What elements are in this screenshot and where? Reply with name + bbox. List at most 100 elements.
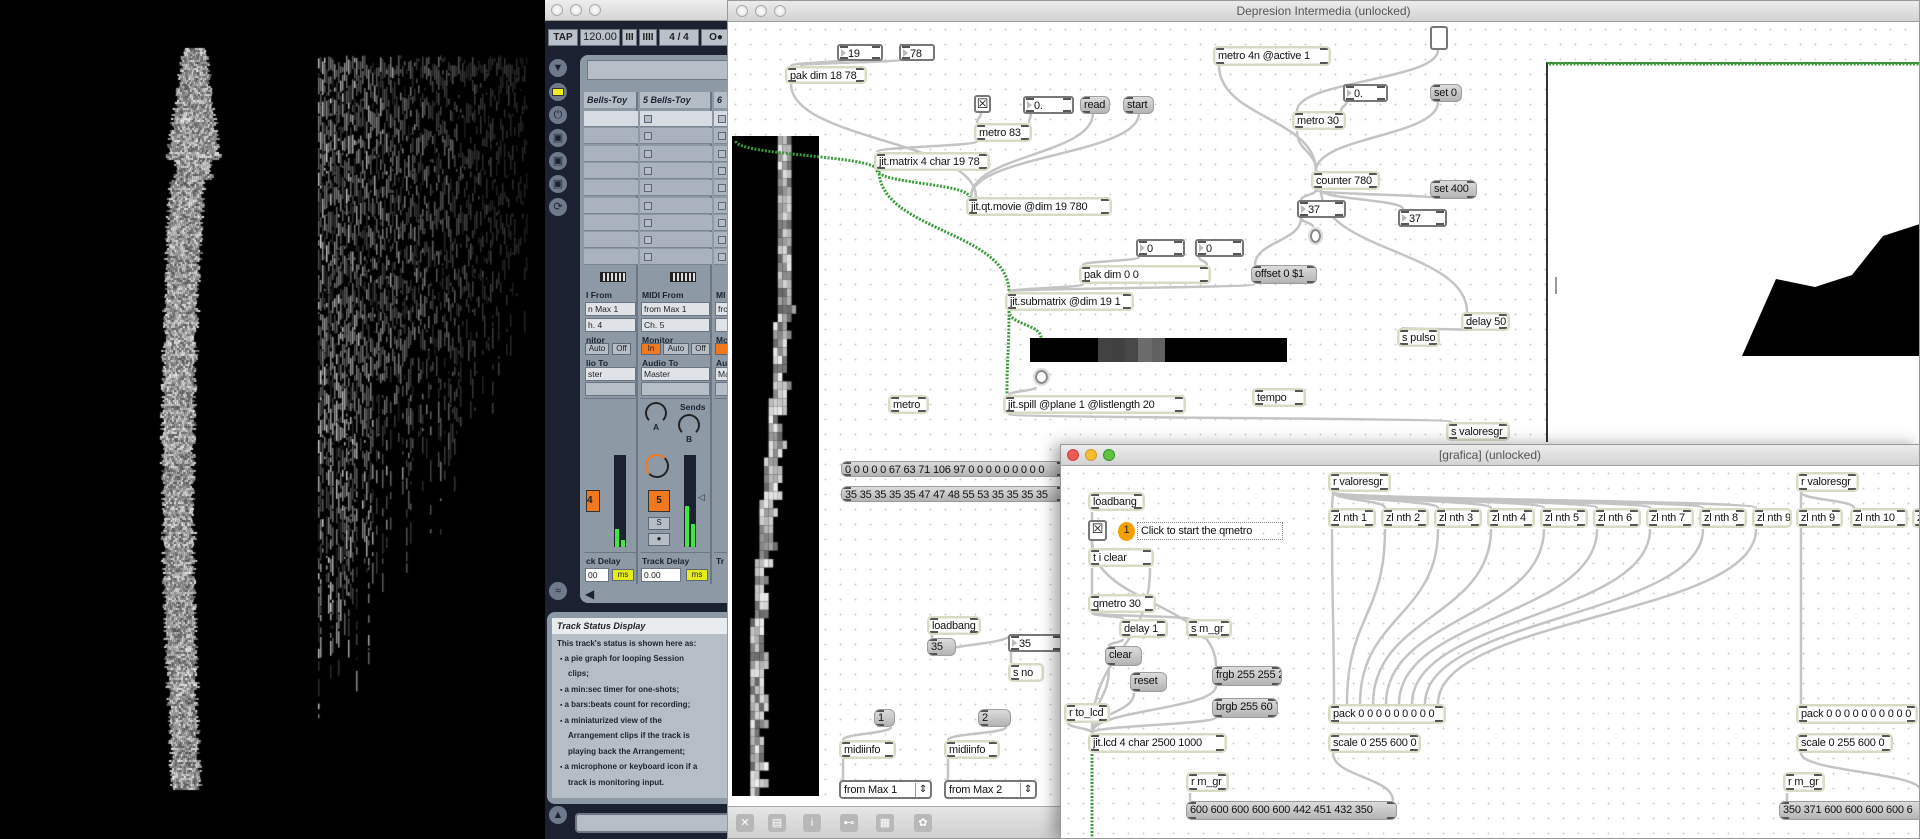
object-box-smgr[interactable]: s m_gr bbox=[1186, 619, 1232, 638]
outlet[interactable] bbox=[788, 80, 796, 82]
inlet[interactable] bbox=[1471, 510, 1479, 512]
clip-stop-button[interactable] bbox=[644, 166, 652, 175]
tempo-field[interactable]: 120.00 bbox=[580, 29, 620, 46]
object-box-sno[interactable]: s no bbox=[1008, 663, 1044, 682]
patch-cord[interactable] bbox=[1384, 528, 1546, 705]
patch-cord[interactable] bbox=[1339, 100, 1349, 112]
inlet[interactable] bbox=[902, 46, 910, 48]
folder-2-icon[interactable]: ▣ bbox=[549, 152, 567, 170]
patch-cord[interactable] bbox=[1345, 528, 1387, 705]
message-box-offset[interactable]: offset 0 $1 bbox=[1251, 265, 1317, 284]
monitor-auto-button[interactable]: Auto bbox=[585, 343, 609, 355]
object-box-zl5[interactable]: zl nth 5 bbox=[1540, 508, 1588, 528]
number-box-num19[interactable]: 19 bbox=[837, 44, 883, 61]
patch-cord[interactable] bbox=[1007, 282, 1256, 294]
inlet[interactable] bbox=[1157, 621, 1165, 623]
outlet[interactable] bbox=[1268, 715, 1276, 717]
outlet[interactable] bbox=[1189, 788, 1197, 790]
number-box-num0dot2[interactable]: 0. bbox=[1343, 84, 1388, 102]
inlet[interactable] bbox=[1799, 735, 1807, 737]
outlet[interactable] bbox=[929, 653, 937, 655]
patch-cord[interactable] bbox=[1314, 101, 1440, 172]
inlet[interactable] bbox=[1200, 267, 1208, 269]
patch-cord[interactable] bbox=[1090, 666, 1111, 734]
outlet[interactable] bbox=[1369, 186, 1377, 188]
clip-slot[interactable] bbox=[714, 145, 730, 162]
object-box-zl10[interactable]: zl nth 10 bbox=[1850, 508, 1908, 528]
object-box-loadbang[interactable]: loadbang bbox=[927, 616, 981, 635]
outlet[interactable] bbox=[856, 80, 864, 82]
clip-slot[interactable] bbox=[714, 249, 730, 266]
clip-slot[interactable] bbox=[640, 111, 712, 127]
outlet[interactable] bbox=[980, 724, 988, 726]
inlet[interactable] bbox=[1331, 706, 1339, 708]
clip-slot[interactable] bbox=[584, 162, 638, 179]
presentation-icon[interactable]: ▤ bbox=[768, 814, 786, 832]
object-box-zl11[interactable]: zl n bbox=[1912, 508, 1919, 528]
message-box-frgb[interactable]: frgb 255 255 255 bbox=[1212, 666, 1282, 686]
inlet[interactable] bbox=[1577, 510, 1585, 512]
outlet[interactable] bbox=[1143, 563, 1151, 565]
inlet[interactable] bbox=[977, 125, 985, 127]
clip-stop-button[interactable] bbox=[718, 184, 726, 193]
patch-cord[interactable] bbox=[1253, 217, 1303, 266]
outlet[interactable] bbox=[1200, 280, 1208, 282]
inlet[interactable] bbox=[1799, 706, 1807, 708]
inlet[interactable] bbox=[1314, 173, 1322, 175]
clip-stop-button[interactable] bbox=[644, 201, 652, 210]
outlet[interactable] bbox=[1021, 138, 1029, 140]
outlet[interactable] bbox=[1649, 524, 1657, 526]
object-box-pack2[interactable]: pack 0 0 0 0 0 0 0 0 0 0 bbox=[1796, 704, 1918, 724]
outlet[interactable] bbox=[1139, 253, 1147, 255]
inlet[interactable] bbox=[1702, 510, 1710, 512]
object-box-zl7[interactable]: zl nth 7 bbox=[1646, 508, 1694, 528]
inlet[interactable] bbox=[1268, 699, 1276, 701]
clip-stop-button[interactable] bbox=[644, 149, 652, 158]
number-box-num78[interactable]: 78 bbox=[899, 44, 935, 61]
inlet[interactable] bbox=[1799, 510, 1807, 512]
patch-cord[interactable] bbox=[1358, 528, 1440, 705]
outlet[interactable] bbox=[1331, 749, 1339, 751]
outlet[interactable] bbox=[970, 631, 978, 633]
inlet[interactable] bbox=[947, 742, 955, 744]
inlet[interactable] bbox=[918, 397, 926, 399]
object-box-zl9[interactable]: zl nth 9 bbox=[1752, 508, 1792, 528]
outlet[interactable] bbox=[1091, 563, 1099, 565]
bang-button-button2[interactable] bbox=[1308, 227, 1323, 245]
outlet[interactable] bbox=[1320, 62, 1328, 64]
clip-stop-button[interactable] bbox=[644, 115, 652, 123]
palette-icon[interactable]: ✿ bbox=[914, 814, 932, 832]
inlet[interactable] bbox=[1781, 802, 1789, 804]
object-box-zl3[interactable]: zl nth 3 bbox=[1434, 508, 1482, 528]
patch-cord[interactable] bbox=[1295, 130, 1318, 172]
solo-button[interactable]: S bbox=[648, 517, 670, 530]
inlet[interactable] bbox=[1915, 510, 1919, 512]
object-box-svaloresgr[interactable]: s valoresgr bbox=[1446, 422, 1510, 441]
object-box-zl2[interactable]: zl nth 2 bbox=[1381, 508, 1429, 528]
clip-name-field[interactable] bbox=[587, 60, 730, 80]
object-box-jitmatrix[interactable]: jit.matrix 4 char 19 78 bbox=[874, 152, 990, 171]
outlet[interactable] bbox=[918, 410, 926, 412]
patch-cord[interactable] bbox=[1319, 188, 1405, 211]
object-box-pack[interactable]: pack 0 0 0 0 0 0 0 0 0 bbox=[1328, 704, 1446, 724]
object-box-pak2[interactable]: pak dim 0 0 bbox=[1079, 265, 1211, 284]
inlet[interactable] bbox=[1132, 673, 1140, 675]
message-box-clearmsg[interactable]: clear bbox=[1105, 646, 1142, 666]
outlet[interactable] bbox=[1437, 524, 1445, 526]
outlet[interactable] bbox=[1300, 214, 1308, 216]
outlet[interactable] bbox=[1799, 720, 1807, 722]
clip-slot[interactable] bbox=[640, 162, 712, 179]
inlet[interactable] bbox=[1907, 706, 1915, 708]
outlet[interactable] bbox=[1832, 524, 1840, 526]
nudge-down-button[interactable]: III bbox=[622, 29, 637, 46]
object-box-metro30[interactable]: metro 30 bbox=[1292, 111, 1346, 130]
outlet[interactable] bbox=[1091, 609, 1099, 611]
outlet[interactable] bbox=[843, 474, 851, 476]
inlet[interactable] bbox=[1067, 705, 1075, 707]
inlet[interactable] bbox=[1125, 97, 1133, 99]
object-box-counter[interactable]: counter 780 bbox=[1311, 171, 1380, 190]
outlet[interactable] bbox=[930, 631, 938, 633]
outlet[interactable] bbox=[1132, 689, 1140, 691]
midi-from-dropdown[interactable]: n Max 1 bbox=[585, 302, 636, 316]
inlet[interactable] bbox=[842, 742, 850, 744]
